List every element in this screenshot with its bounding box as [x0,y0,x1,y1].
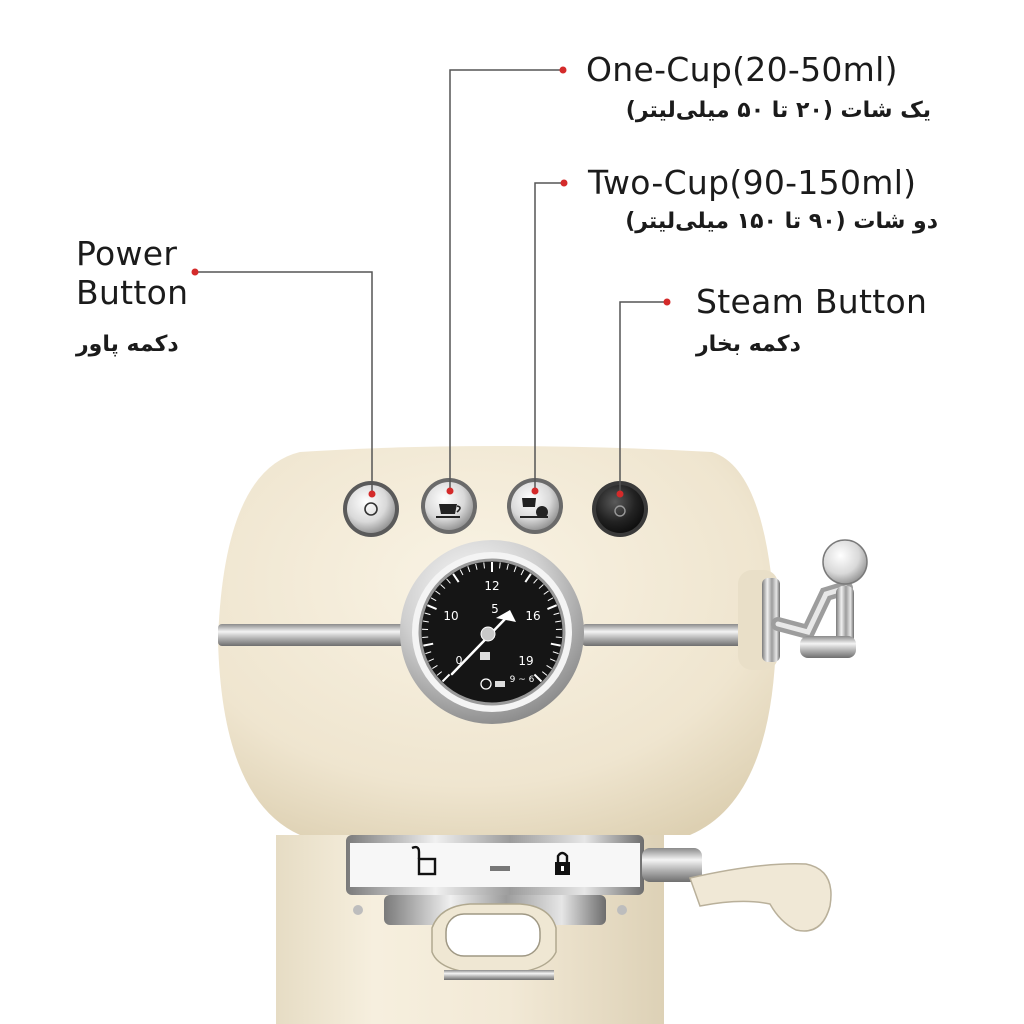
gauge-tick [422,620,429,623]
gauge-tick [459,569,464,576]
gauge-label-10: 10 [443,609,458,623]
gauge-tick [426,604,437,610]
gauge-ticks [422,562,562,683]
unlock-icon [411,845,437,876]
gauge-tick [513,566,517,573]
gauge-tick [546,665,552,670]
lock-icon [555,851,570,875]
leader-power [196,271,373,494]
gauge-tick [543,590,549,595]
two-cup-label-fa: دو شات (۹۰ تا ۱۵۰ میلی‌لیتر) [625,209,938,234]
dot-power-end [191,268,199,276]
gauge-tick [432,665,438,670]
gauge-tick [430,597,437,602]
power-label-line2: Button [76,273,189,312]
gauge-tick [547,597,554,602]
gauge-label-9-6: 9 ~ 6 [510,675,535,685]
gauge-label-12: 12 [484,579,499,593]
leader-steam [619,301,666,494]
gauge-tick [446,578,451,584]
steam-dot-icon [614,505,626,517]
gauge-tick [424,612,431,616]
gauge-tick [483,562,485,569]
power-label-line1: Power [76,234,178,273]
gauge-tick [550,642,561,647]
gauge-tick [506,563,509,570]
power-label-fa: دکمه پاور [76,332,179,357]
gauge-label-16: 16 [525,609,540,623]
gauge-tick [475,563,478,570]
dot-steam-button [616,490,624,498]
one-cup-label: One-Cup(20-50ml) [586,50,898,89]
gauge-tick [441,673,451,683]
gauge-label-19: 19 [518,654,533,668]
gauge-tick [467,566,471,573]
dot-steam-end [663,298,671,306]
leader-two-cup [534,182,563,492]
two-cup-label: Two-Cup(90-150ml) [588,163,917,202]
gauge-tick [538,584,544,589]
gauge-tick [533,578,538,584]
power-icon [364,502,378,516]
dot-one-cup-end [559,66,567,74]
gauge-tick [425,651,432,655]
dot-two-cup-end [560,179,568,187]
gauge-tick [499,562,501,569]
dot-power-button [368,490,376,498]
one-cup-label-fa: یک شات (۲۰ تا ۵۰ میلی‌لیتر) [625,98,931,123]
pressure-gauge: 12 10 16 19 5 9 ~ 6 0 [400,540,584,724]
gauge-tick [547,604,558,610]
gauge-tick [436,671,443,676]
gauge-tick [520,569,525,576]
steam-label: Steam Button [696,282,928,321]
gauge-tick [428,658,435,662]
gauge-tick [541,671,548,676]
leader-one-cup [449,69,562,492]
double-cup-icon [520,498,548,518]
gauge-tick [533,673,543,683]
gauge-tick [552,651,559,655]
gauge-tick [423,642,434,647]
gauge-label-5: 5 [491,602,499,616]
gauge-label-0: 0 [456,654,463,667]
gauge-tick [440,584,446,589]
dot-two-cup-button [531,487,539,495]
gauge-tick [555,620,562,623]
leader-lines [191,66,671,498]
group-head [346,835,832,980]
gauge-needle [450,616,508,676]
dot-one-cup-button [446,487,454,495]
single-cup-icon [436,504,461,518]
steam-wand [738,539,868,670]
gauge-tick [549,658,556,662]
gauge-tick [452,573,460,583]
gauge-tick [435,590,441,595]
power-button [343,481,399,537]
gauge-tick [524,573,532,583]
two-cup-button [507,478,563,534]
one-cup-button [421,478,477,534]
gauge-tick [553,612,560,616]
steam-label-fa: دکمه بخار [696,332,801,357]
steam-button [592,481,648,537]
